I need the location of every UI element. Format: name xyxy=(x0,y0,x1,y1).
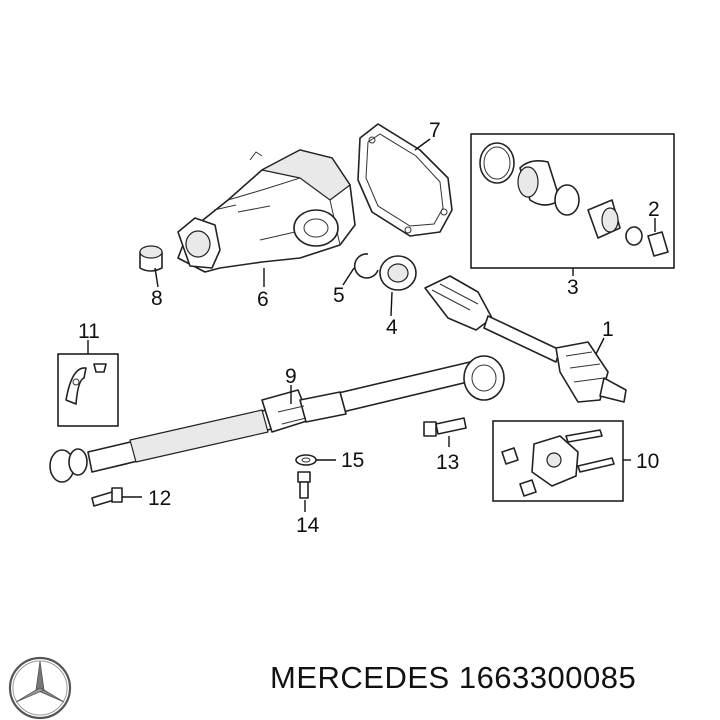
axle-shaft xyxy=(424,275,627,403)
brand-name: MERCEDES xyxy=(270,660,450,695)
callout-3: 3 xyxy=(567,276,579,299)
callout-7: 7 xyxy=(429,119,441,142)
differential-housing xyxy=(177,149,356,273)
callout-labels: 1 2 3 4 5 6 7 8 9 10 11 12 13 14 15 xyxy=(78,119,660,537)
bracket-box xyxy=(57,353,119,427)
callout-14: 14 xyxy=(296,514,320,537)
callout-10: 10 xyxy=(636,450,659,473)
footer-caption: MERCEDES 1663300085 xyxy=(270,660,636,696)
bushing xyxy=(139,245,163,272)
bolt-13 xyxy=(423,417,467,437)
bracket-part xyxy=(65,363,107,405)
callout-11: 11 xyxy=(78,320,100,343)
callout-12: 12 xyxy=(148,487,171,510)
part-number: 1663300085 xyxy=(458,660,637,695)
bolt-12 xyxy=(91,487,123,507)
propeller-shaft xyxy=(49,355,505,483)
callout-2: 2 xyxy=(648,198,660,221)
callout-8: 8 xyxy=(151,287,163,310)
mercedes-star-logo-icon xyxy=(8,656,72,720)
circlip xyxy=(353,253,379,279)
callout-5: 5 xyxy=(333,284,345,307)
cover-gasket xyxy=(357,123,453,237)
shaft-seal xyxy=(379,255,417,291)
flex-disc-box xyxy=(492,420,624,502)
washer xyxy=(295,454,317,466)
flex-disc-kit xyxy=(501,429,615,497)
boot-kit-parts xyxy=(479,142,669,257)
callout-1: 1 xyxy=(602,318,614,341)
callout-15: 15 xyxy=(341,449,364,472)
callout-13: 13 xyxy=(436,451,459,474)
callout-6: 6 xyxy=(257,288,269,311)
callout-9: 9 xyxy=(285,365,297,388)
callout-4: 4 xyxy=(386,316,398,339)
bolt-14 xyxy=(297,471,311,499)
leader-lines xyxy=(87,138,656,512)
